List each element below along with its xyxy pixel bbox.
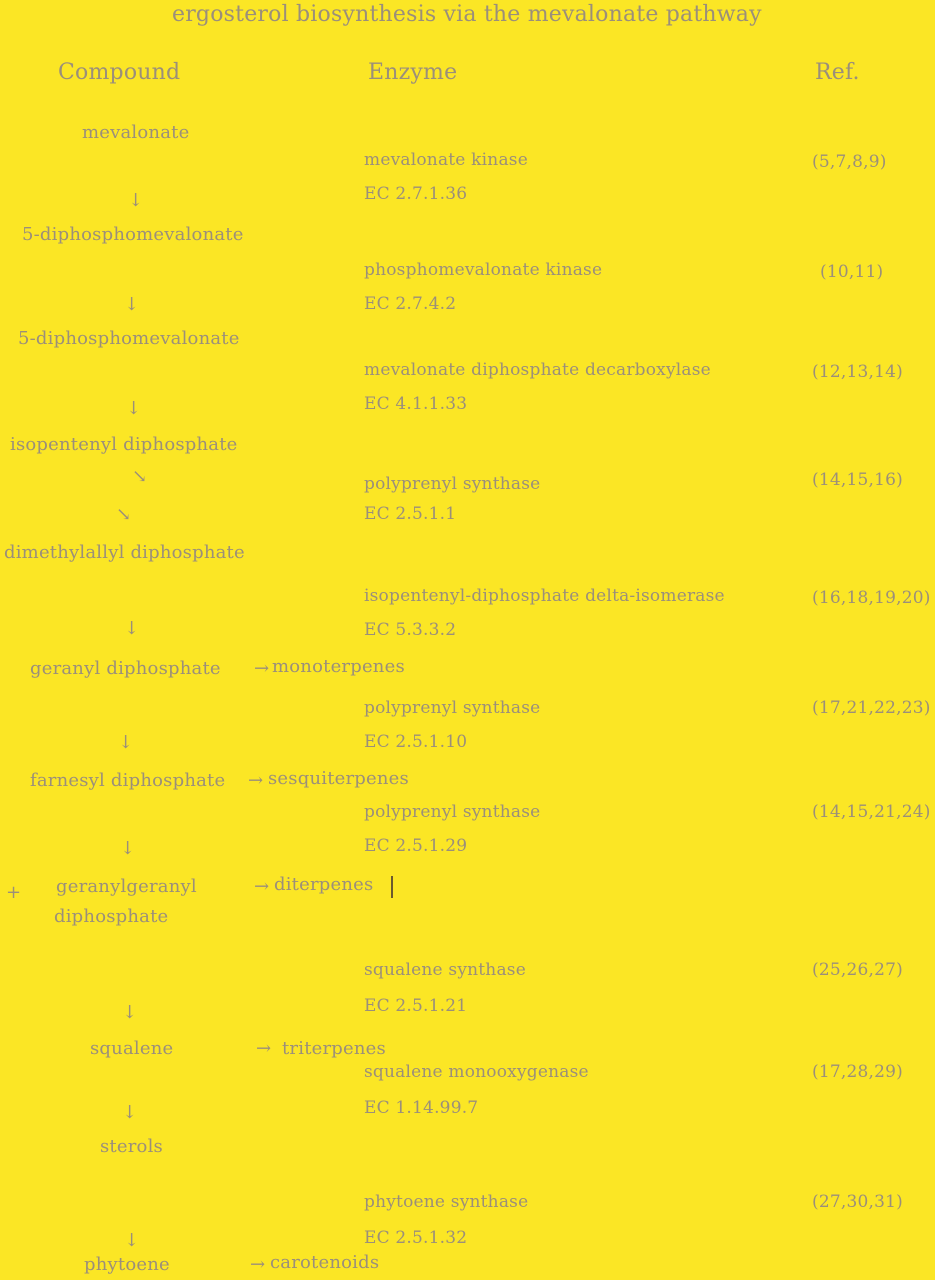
column-header-ref: Ref. [815, 60, 860, 85]
compound-squalene: squalene [90, 1038, 174, 1059]
right-arrow-icon: → [254, 876, 270, 897]
ec-number-label: EC 5.3.3.2 [364, 620, 457, 640]
down-arrow-icon: ↓ [118, 732, 134, 753]
compound-farnesyl-diphosphate: farnesyl diphosphate [30, 770, 226, 791]
down-right-arrow-icon: ↘ [116, 504, 132, 525]
branch-monoterpenes: monoterpenes [272, 656, 405, 677]
reference-label: (14,15,21,24) [812, 802, 931, 822]
reference-label: (27,30,31) [812, 1192, 903, 1212]
down-arrow-icon: ↓ [122, 1002, 138, 1023]
branch-carotenoids: carotenoids [270, 1252, 380, 1273]
branch-diterpenes: diterpenes [274, 874, 374, 895]
compound-mevalonate: mevalonate [82, 122, 190, 143]
branch-sesquiterpenes: sesquiterpenes [268, 768, 409, 789]
down-arrow-icon: ↓ [126, 398, 142, 419]
down-arrow-icon: ↓ [124, 294, 140, 315]
reference-label: (25,26,27) [812, 960, 903, 980]
enzyme-label: polyprenyl synthase [364, 698, 541, 718]
enzyme-label: squalene monooxygenase [364, 1062, 589, 1082]
compound-sterols: sterols [100, 1136, 163, 1157]
branch-triterpenes: triterpenes [282, 1038, 386, 1059]
down-arrow-icon: ↓ [122, 1102, 138, 1123]
compound-geranyl-diphosphate: geranyl diphosphate [30, 658, 221, 679]
right-arrow-icon: → [250, 1254, 266, 1275]
ec-number-label: EC 2.7.1.36 [364, 184, 468, 204]
enzyme-label: squalene synthase [364, 960, 526, 980]
down-arrow-icon: ↓ [124, 618, 140, 639]
reference-label: (14,15,16) [812, 470, 903, 490]
reference-label: (12,13,14) [812, 362, 903, 382]
reference-label: (17,21,22,23) [812, 698, 931, 718]
ec-number-label: EC 4.1.1.33 [364, 394, 468, 414]
compound-dimethylallyl-diphosphate: dimethylallyl diphosphate [4, 542, 245, 563]
reference-label: (17,28,29) [812, 1062, 903, 1082]
enzyme-label: isopentenyl-diphosphate delta-isomerase [364, 586, 725, 606]
column-header-compound: Compound [58, 60, 181, 85]
diagram-title: ergosterol biosynthesis via the mevalona… [172, 2, 762, 27]
compound-geranylgeranyl: geranylgeranyl [56, 876, 197, 897]
right-arrow-icon: → [248, 770, 264, 791]
ec-number-label: EC 2.7.4.2 [364, 294, 457, 314]
enzyme-label: phosphomevalonate kinase [364, 260, 603, 280]
ec-number-label: EC 2.5.1.21 [364, 996, 468, 1016]
compound-diphosphomevalonate: 5-diphosphomevalonate [18, 328, 240, 349]
compound-geranylgeranyl-diphosphate: diphosphate [54, 906, 169, 927]
right-arrow-icon: → [254, 658, 270, 679]
enzyme-label: polyprenyl synthase [364, 474, 541, 494]
right-arrow-icon: → [256, 1038, 272, 1059]
ec-number-label: EC 1.14.99.7 [364, 1098, 479, 1118]
down-arrow-icon: ↓ [120, 838, 136, 859]
reference-label: (5,7,8,9) [812, 152, 887, 172]
ec-number-label: EC 2.5.1.29 [364, 836, 468, 856]
compound-phosphomevalonate: 5-diphosphomevalonate [22, 224, 244, 245]
down-arrow-icon: ↓ [124, 1230, 140, 1251]
column-header-enzyme: Enzyme [368, 60, 458, 85]
compound-isopentenyl-diphosphate: isopentenyl diphosphate [10, 434, 238, 455]
down-arrow-icon: ↓ [128, 190, 144, 211]
plus-symbol: + [6, 882, 22, 903]
compound-phytoene: phytoene [84, 1254, 170, 1275]
enzyme-label: phytoene synthase [364, 1192, 529, 1212]
ec-number-label: EC 2.5.1.1 [364, 504, 457, 524]
down-right-arrow-icon: ↘ [132, 466, 148, 487]
ec-number-label: EC 2.5.1.32 [364, 1228, 468, 1248]
text-cursor [391, 876, 393, 898]
enzyme-label: polyprenyl synthase [364, 802, 541, 822]
enzyme-label: mevalonate diphosphate decarboxylase [364, 360, 711, 380]
reference-label: (10,11) [820, 262, 884, 282]
reference-label: (16,18,19,20) [812, 588, 931, 608]
enzyme-label: mevalonate kinase [364, 150, 528, 170]
ec-number-label: EC 2.5.1.10 [364, 732, 468, 752]
